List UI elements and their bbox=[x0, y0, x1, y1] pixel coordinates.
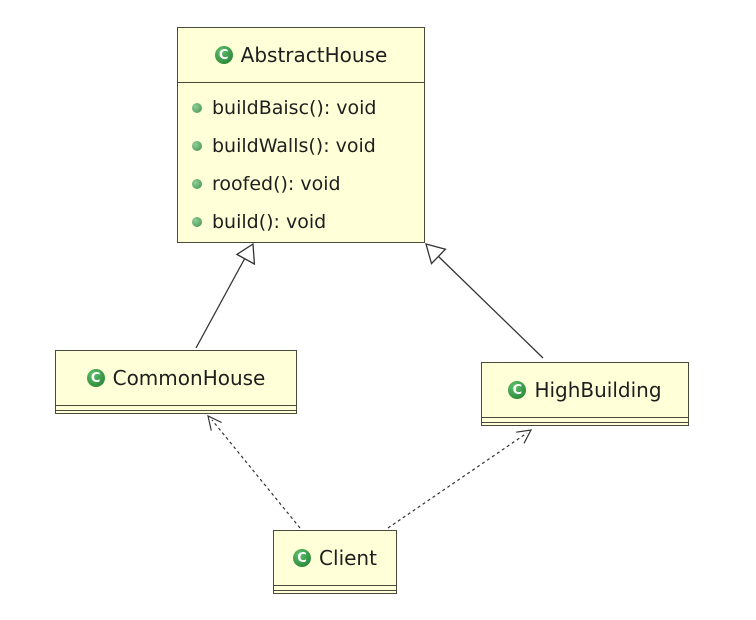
class-icon: C bbox=[214, 46, 233, 64]
dependency-client-highbuilding bbox=[387, 432, 528, 529]
public-method-icon bbox=[192, 141, 202, 151]
class-name: CommonHouse bbox=[112, 366, 266, 390]
class-icon: C bbox=[86, 369, 105, 387]
generalization-commonhouse-abstracthouse bbox=[195, 257, 246, 349]
empty-sections-divider bbox=[274, 585, 396, 591]
class-name: Client bbox=[319, 546, 377, 570]
method-item[interactable]: buildWalls(): void bbox=[192, 127, 424, 165]
method-item[interactable]: buildBaisc(): void bbox=[192, 89, 424, 127]
method-item[interactable]: roofed(): void bbox=[192, 165, 424, 203]
class-icon: C bbox=[508, 381, 527, 399]
class-name: AbstractHouse bbox=[240, 43, 388, 67]
generalization-highbuilding-abstracthouse bbox=[437, 255, 544, 359]
class-name: HighBuilding bbox=[534, 378, 662, 402]
generalization-arrowhead-right bbox=[425, 243, 447, 265]
public-method-icon bbox=[192, 103, 202, 113]
method-signature: buildWalls(): void bbox=[212, 135, 376, 157]
class-client[interactable]: C Client bbox=[273, 530, 397, 594]
method-signature: buildBaisc(): void bbox=[212, 97, 377, 119]
dependency-client-commonhouse bbox=[211, 419, 301, 529]
class-header: C Client bbox=[274, 531, 396, 585]
class-header: C HighBuilding bbox=[482, 363, 688, 417]
dependency-arrowhead-commonhouse bbox=[207, 414, 222, 431]
method-list: buildBaisc(): void buildWalls(): void ro… bbox=[178, 83, 424, 241]
method-signature: build(): void bbox=[212, 211, 327, 233]
generalization-arrowhead-left bbox=[235, 242, 256, 266]
class-commonhouse[interactable]: C CommonHouse bbox=[55, 350, 297, 414]
class-header: C AbstractHouse bbox=[178, 28, 424, 82]
class-abstracthouse[interactable]: C AbstractHouse buildBaisc(): void build… bbox=[177, 27, 425, 243]
public-method-icon bbox=[192, 217, 202, 227]
dependency-arrowhead-highbuilding bbox=[516, 429, 533, 444]
method-item[interactable]: build(): void bbox=[192, 203, 424, 241]
empty-sections-divider bbox=[56, 405, 296, 411]
class-header: C CommonHouse bbox=[56, 351, 296, 405]
section-divider bbox=[178, 82, 424, 83]
class-highbuilding[interactable]: C HighBuilding bbox=[481, 362, 689, 426]
empty-sections-divider bbox=[482, 417, 688, 423]
class-icon: C bbox=[293, 549, 312, 567]
public-method-icon bbox=[192, 179, 202, 189]
method-signature: roofed(): void bbox=[212, 173, 341, 195]
